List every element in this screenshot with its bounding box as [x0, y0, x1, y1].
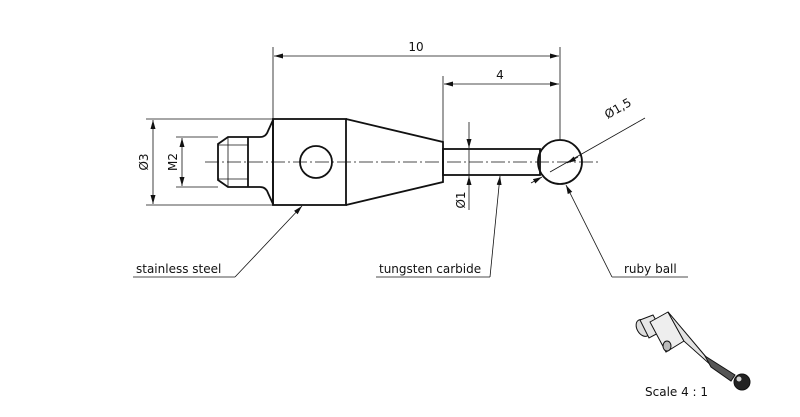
stem-length-label: 4 [496, 68, 504, 82]
body-diameter-label: Ø3 [137, 153, 151, 170]
dim-thread: M2 [166, 136, 218, 188]
callout-stainless-steel: stainless steel [133, 205, 303, 278]
tungsten-carbide-label: tungsten carbide [379, 262, 481, 276]
stem [442, 148, 541, 176]
isometric-preview: Scale 4 : 1 [635, 311, 751, 399]
stylus-part [205, 118, 600, 206]
stainless-steel-label: stainless steel [136, 262, 221, 276]
dim-ball-diameter: Ø1,5 [530, 95, 646, 184]
threaded-stud [217, 119, 274, 205]
scale-label: Scale 4 : 1 [645, 385, 708, 399]
ball-diameter-label: Ø1,5 [602, 95, 634, 121]
body-block [272, 118, 347, 206]
stem-diameter-label: Ø1 [454, 191, 468, 208]
overall-length-label: 10 [408, 40, 423, 54]
dim-body-diameter: Ø3 [137, 118, 273, 206]
dim-stem-length: 4 [442, 68, 559, 142]
ruby-ball-label: ruby ball [624, 262, 677, 276]
cross-hole [299, 145, 333, 179]
callout-ruby-ball: ruby ball [565, 184, 688, 278]
callout-tungsten-carbide: tungsten carbide [376, 175, 502, 278]
dim-overall-length: 10 [272, 40, 561, 140]
thread-label: M2 [166, 153, 180, 171]
dim-stem-diameter: Ø1 [443, 122, 472, 210]
